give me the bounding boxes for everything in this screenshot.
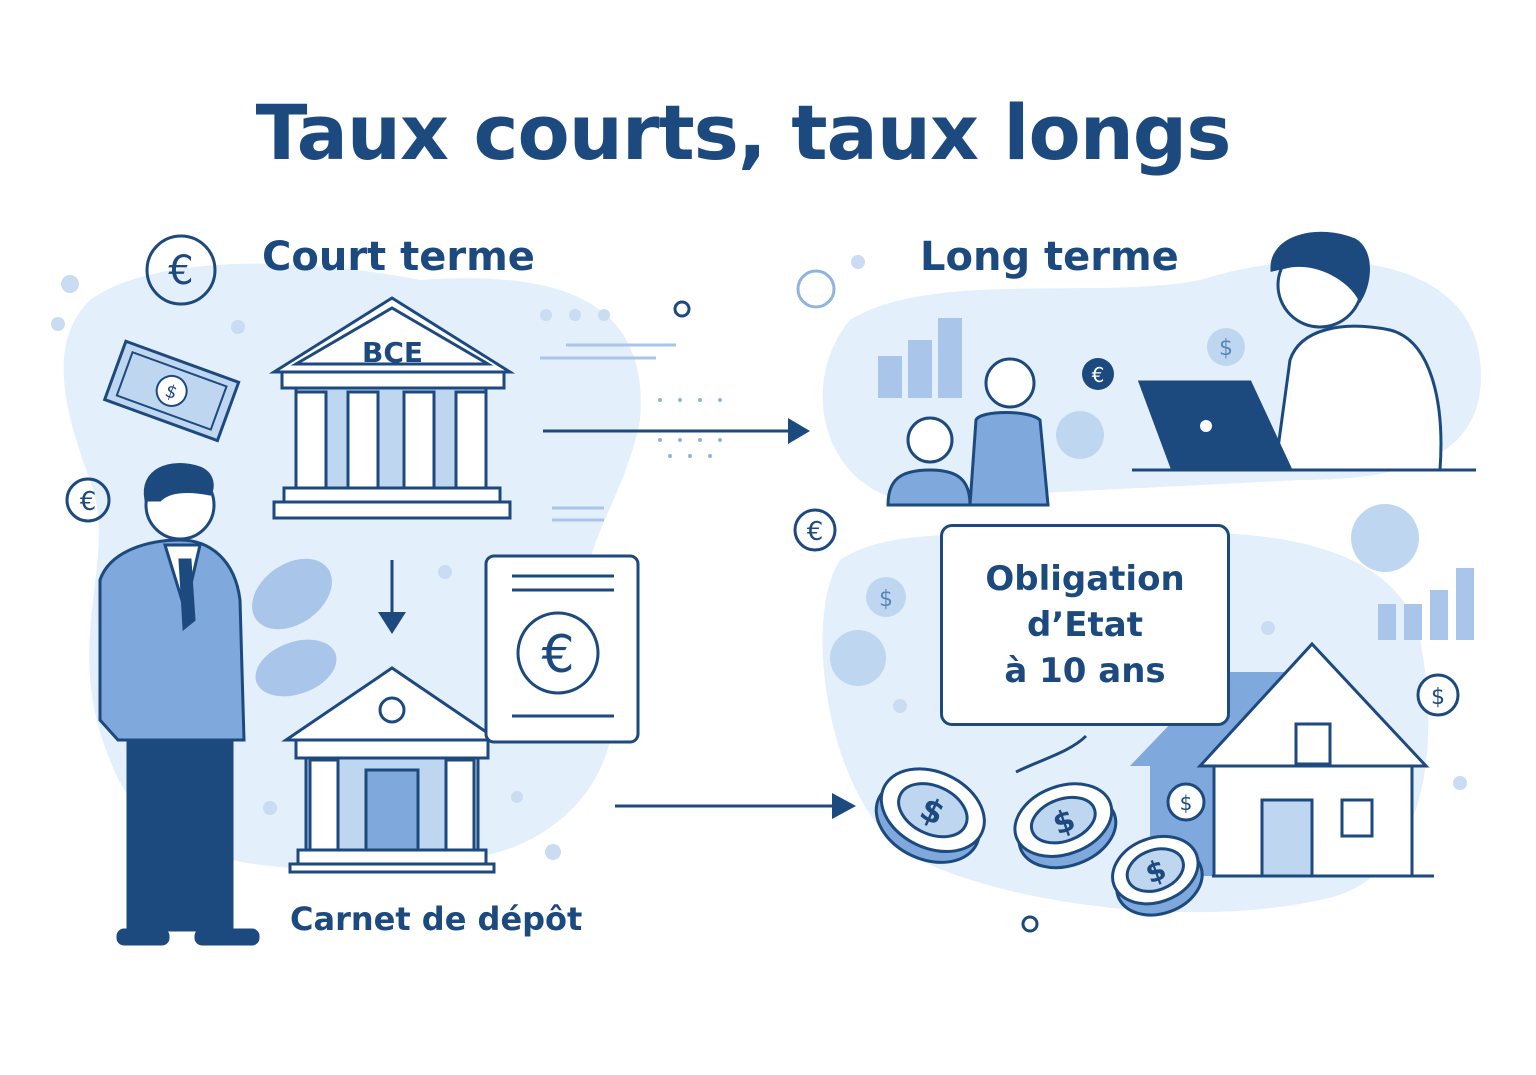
decorative-coin-icon bbox=[830, 630, 886, 686]
arrow-right-icon bbox=[543, 418, 810, 444]
central-bank-building-icon bbox=[268, 296, 516, 520]
bond-line-2: d’Etat bbox=[1027, 605, 1143, 645]
euro-coin-icon bbox=[1351, 504, 1419, 572]
leaf-icon bbox=[252, 558, 337, 697]
people-figures bbox=[886, 357, 1050, 507]
dollar-banknote-icon: $ bbox=[102, 339, 241, 443]
bond-line-3: à 10 ans bbox=[1004, 651, 1166, 691]
svg-text:€: € bbox=[541, 625, 574, 685]
man-with-laptop-figure bbox=[1132, 231, 1476, 472]
house-icon bbox=[1130, 641, 1434, 878]
euro-coin-icon bbox=[796, 269, 836, 309]
short-term-heading: Court terme bbox=[262, 234, 535, 280]
long-term-heading: Long terme bbox=[920, 234, 1179, 280]
central-bank-label: BCE bbox=[362, 336, 424, 369]
euro-coin-icon: € bbox=[1082, 358, 1114, 390]
dollar-coin-stack-icon: $ $ $ bbox=[874, 767, 1204, 917]
arrow-right-icon bbox=[615, 793, 856, 819]
page-title: Taux courts, taux longs bbox=[255, 88, 1232, 177]
businessman-figure bbox=[98, 463, 260, 946]
dollar-coin-icon: $ bbox=[1166, 782, 1206, 822]
svg-text:$: $ bbox=[879, 587, 893, 612]
bar-chart-icon bbox=[878, 318, 962, 398]
svg-text:€: € bbox=[1092, 363, 1105, 387]
euro-document-icon: € bbox=[484, 554, 640, 744]
dollar-coin-icon: $ bbox=[1416, 673, 1460, 717]
decorative-dots bbox=[658, 398, 722, 458]
decorative-dots bbox=[51, 255, 1467, 860]
dollar-coin-icon: $ bbox=[1207, 328, 1245, 366]
euro-coin-icon: € bbox=[145, 234, 217, 306]
leaf-coin-icon bbox=[1056, 411, 1104, 459]
bank-caption: Carnet de dépôt bbox=[290, 900, 583, 938]
bar-chart-icon bbox=[1378, 568, 1474, 640]
svg-text:$: $ bbox=[1431, 685, 1445, 710]
svg-text:€: € bbox=[807, 517, 824, 547]
svg-text:$: $ bbox=[1219, 336, 1233, 361]
euro-coin-icon: € bbox=[793, 508, 837, 552]
bank-building-icon bbox=[281, 666, 503, 874]
svg-text:€: € bbox=[168, 248, 193, 294]
dollar-coin-icon: $ bbox=[866, 577, 906, 617]
euro-coin-icon: € bbox=[65, 477, 111, 523]
bond-box: Obligation d’Etat à 10 ans bbox=[940, 524, 1230, 726]
svg-text:€: € bbox=[80, 487, 97, 517]
svg-text:$: $ bbox=[1180, 791, 1193, 815]
arrow-down-icon bbox=[378, 612, 406, 634]
bond-line-1: Obligation bbox=[985, 559, 1185, 599]
